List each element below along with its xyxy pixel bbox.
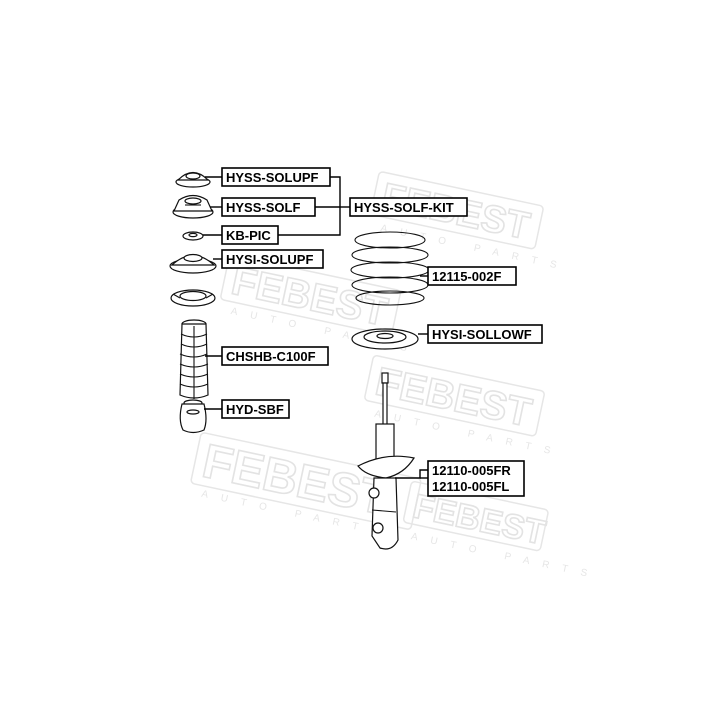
- label-chshb-c100f: CHSHB-C100F: [221, 346, 329, 366]
- shock-absorber-strut-part: [357, 372, 415, 550]
- label-hyss-solf-kit-text: HYSS-SOLF-KIT: [354, 200, 454, 215]
- bearing-part: [170, 289, 216, 307]
- washer-part: [182, 231, 204, 241]
- label-chshb-c100f-text: CHSHB-C100F: [226, 349, 316, 364]
- spring-seat-upper-part: [169, 253, 217, 274]
- label-hysi-sollowf: HYSI-SOLLOWF: [427, 324, 543, 344]
- strut-mount-part: [172, 194, 214, 219]
- label-spring-text: 12115-002F: [432, 269, 501, 284]
- label-strut-fr-text: 12110-005FR: [432, 463, 511, 478]
- label-hyss-solf: HYSS-SOLF: [221, 197, 316, 217]
- label-hyd-sbf: HYD-SBF: [221, 399, 290, 419]
- label-hyss-solupf: HYSS-SOLUPF: [221, 167, 331, 187]
- bump-stop-part: [179, 399, 207, 434]
- label-kb-pic-text: KB-PIC: [226, 228, 271, 243]
- kit-bracket: [278, 176, 341, 236]
- label-spring: 12115-002F: [427, 266, 517, 286]
- label-hyss-solupf-text: HYSS-SOLUPF: [226, 170, 319, 185]
- strut-mount-upper-part: [175, 171, 211, 188]
- watermark: FEBEST AUTO PARTS: [370, 171, 570, 274]
- label-strut: 12110-005FR 12110-005FL: [427, 460, 525, 497]
- spring-seat-lower-part: [351, 328, 419, 350]
- label-hysi-solupf: HYSI-SOLUPF: [221, 249, 324, 269]
- label-hyd-sbf-text: HYD-SBF: [226, 402, 284, 417]
- label-hyss-solf-text: HYSS-SOLF: [226, 200, 300, 215]
- label-hysi-sollowf-text: HYSI-SOLLOWF: [432, 327, 532, 342]
- label-hysi-solupf-text: HYSI-SOLUPF: [226, 252, 313, 267]
- dust-boot-part: [179, 319, 209, 399]
- label-strut-fl-text: 12110-005FL: [432, 479, 509, 494]
- leader-line: [395, 469, 428, 479]
- label-hyss-solf-kit: HYSS-SOLF-KIT: [349, 197, 468, 217]
- label-kb-pic: KB-PIC: [221, 225, 279, 245]
